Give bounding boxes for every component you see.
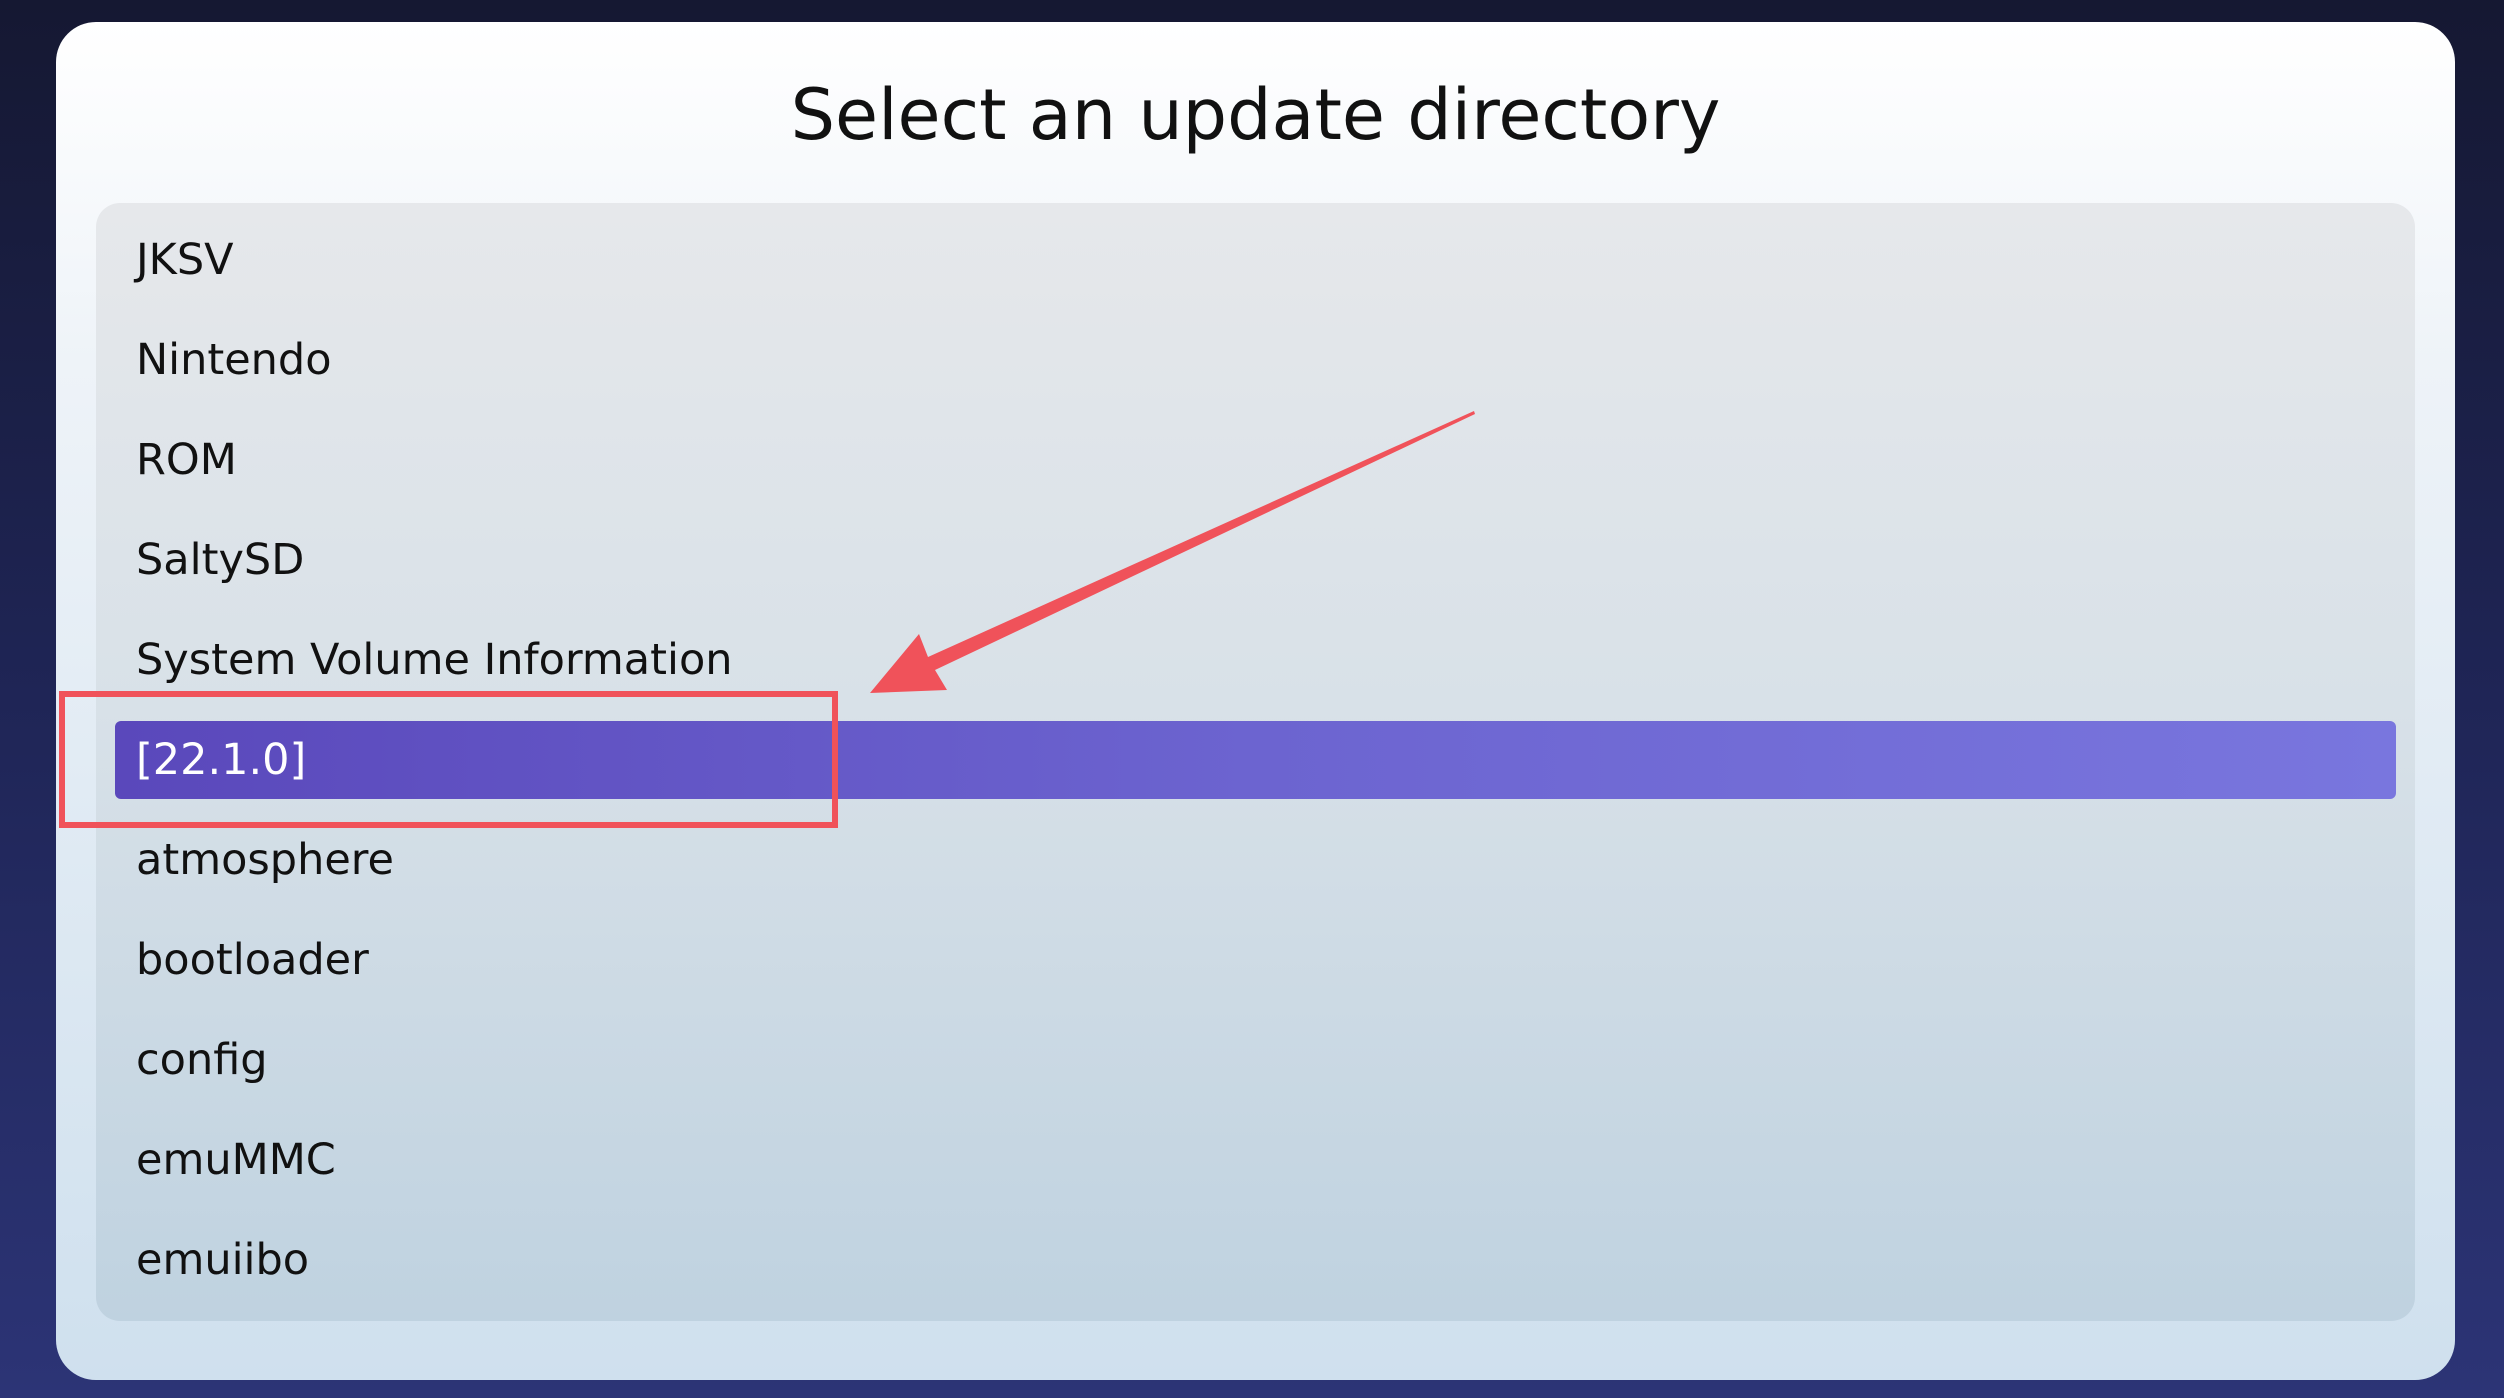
list-item-label: bootloader [136,935,369,985]
list-item-label: JKSV [136,235,234,285]
list-item-label: Nintendo [136,335,332,385]
list-item-label: emuMMC [136,1135,336,1185]
dialog-title: Select an update directory [790,74,1721,156]
list-item-selected[interactable]: [22.1.0] [96,710,2415,810]
list-item[interactable]: emuiibo [96,1210,2415,1310]
list-item-label: [22.1.0] [136,735,307,785]
list-item[interactable]: config [96,1010,2415,1110]
list-item-label: config [136,1035,268,1085]
highlight-annotation-box [59,691,838,828]
list-item-label: System Volume Information [136,635,733,685]
list-item[interactable]: emuMMC [96,1110,2415,1210]
list-item[interactable]: JKSV [96,210,2415,310]
list-item[interactable]: bootloader [96,910,2415,1010]
update-directory-dialog: Select an update directory JKSV Nintendo… [56,22,2455,1380]
list-item[interactable]: System Volume Information [96,610,2415,710]
list-item[interactable]: SaltySD [96,510,2415,610]
list-item-label: atmosphere [136,835,394,885]
list-item[interactable]: Nintendo [96,310,2415,410]
directory-list[interactable]: JKSV Nintendo ROM SaltySD System Volume … [96,203,2415,1321]
list-item[interactable]: ROM [96,410,2415,510]
list-item-label: SaltySD [136,535,305,585]
list-item[interactable]: atmosphere [96,810,2415,910]
list-item-label: emuiibo [136,1235,310,1285]
list-item-label: ROM [136,435,237,485]
